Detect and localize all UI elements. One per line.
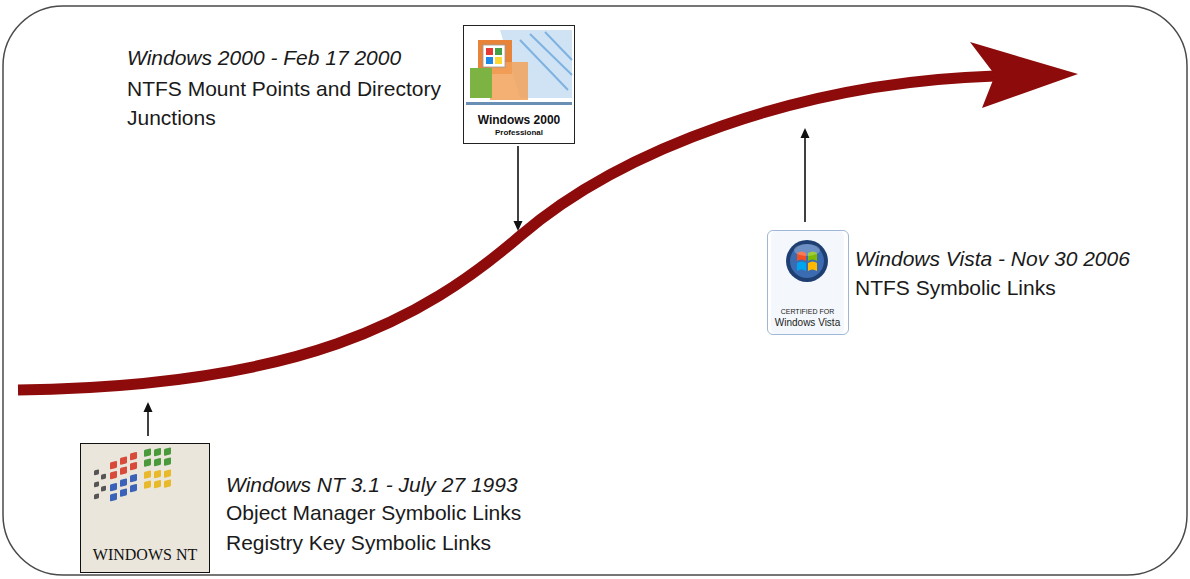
timeline-arrowhead (970, 42, 1078, 108)
pointer-arrows (144, 128, 810, 436)
product-box: WINDOWS NT (80, 443, 210, 573)
logo-text: CERTIFIED FOR (781, 308, 835, 316)
logo-text: Windows 2000 (478, 114, 561, 128)
logo-text: WINDOWS NT (93, 546, 197, 564)
logo-text: Professional (495, 128, 543, 137)
logo-text: Windows Vista (775, 317, 840, 329)
outer-frame (3, 6, 1187, 575)
release-heading: Windows 2000 - Feb 17 2000 (127, 43, 401, 72)
vista-badge-art (771, 231, 844, 334)
feature-text: NTFS Mount Points and Directory Junction… (127, 74, 447, 132)
release-heading: Windows NT 3.1 - July 27 1993 (226, 470, 518, 499)
windows-2000-box-art (464, 26, 574, 143)
product-box: Windows 2000Professional (463, 25, 575, 144)
feature-text: NTFS Symbolic Links (855, 273, 1056, 302)
feature-text: Registry Key Symbolic Links (226, 528, 491, 557)
windows-nt-box-art (81, 443, 209, 572)
release-heading: Windows Vista - Nov 30 2006 (855, 244, 1130, 273)
feature-text: Object Manager Symbolic Links (226, 498, 521, 527)
certification-badge: CERTIFIED FORWindows Vista (767, 230, 849, 335)
